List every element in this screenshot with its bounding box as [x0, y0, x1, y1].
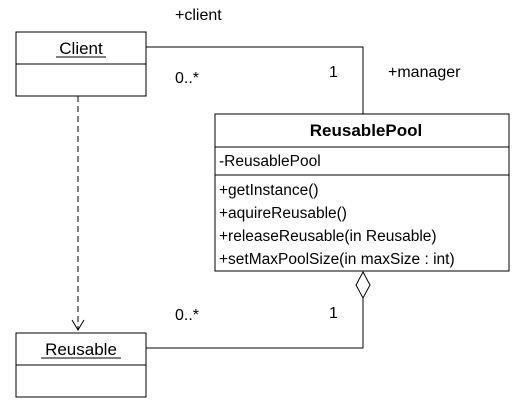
multiplicity-pool-label: 1 [329, 305, 338, 322]
class-reusable-pool-name: ReusablePool [310, 121, 422, 140]
operation-set-max-pool-size: +setMaxPoolSize(in maxSize : int) [219, 251, 455, 268]
operation-aquire-reusable: +aquireReusable() [219, 205, 347, 222]
class-reusable-pool-attribute: -ReusablePool [219, 153, 321, 170]
aggregation-reusable-line [146, 298, 364, 349]
class-client-name: Client [59, 39, 103, 58]
dependency-arrowhead-icon [71, 319, 85, 331]
multiplicity-reusable-label: 0..* [175, 307, 199, 324]
operation-release-reusable: +releaseReusable(in Reusable) [219, 228, 437, 245]
class-client[interactable]: Client [15, 31, 147, 97]
role-manager-label: +manager [388, 64, 461, 81]
role-client-label: +client [175, 7, 222, 24]
class-reusable-pool[interactable]: ReusablePool -ReusablePool +getInstance(… [214, 113, 510, 272]
aggregation-diamond-icon [355, 270, 371, 300]
multiplicity-manager-label: 1 [329, 64, 338, 81]
association-client-manager-line [146, 46, 364, 114]
operation-get-instance: +getInstance() [219, 182, 319, 199]
class-reusable[interactable]: Reusable [15, 332, 147, 398]
class-reusable-name: Reusable [45, 340, 117, 359]
multiplicity-client-label: 0..* [175, 70, 199, 87]
